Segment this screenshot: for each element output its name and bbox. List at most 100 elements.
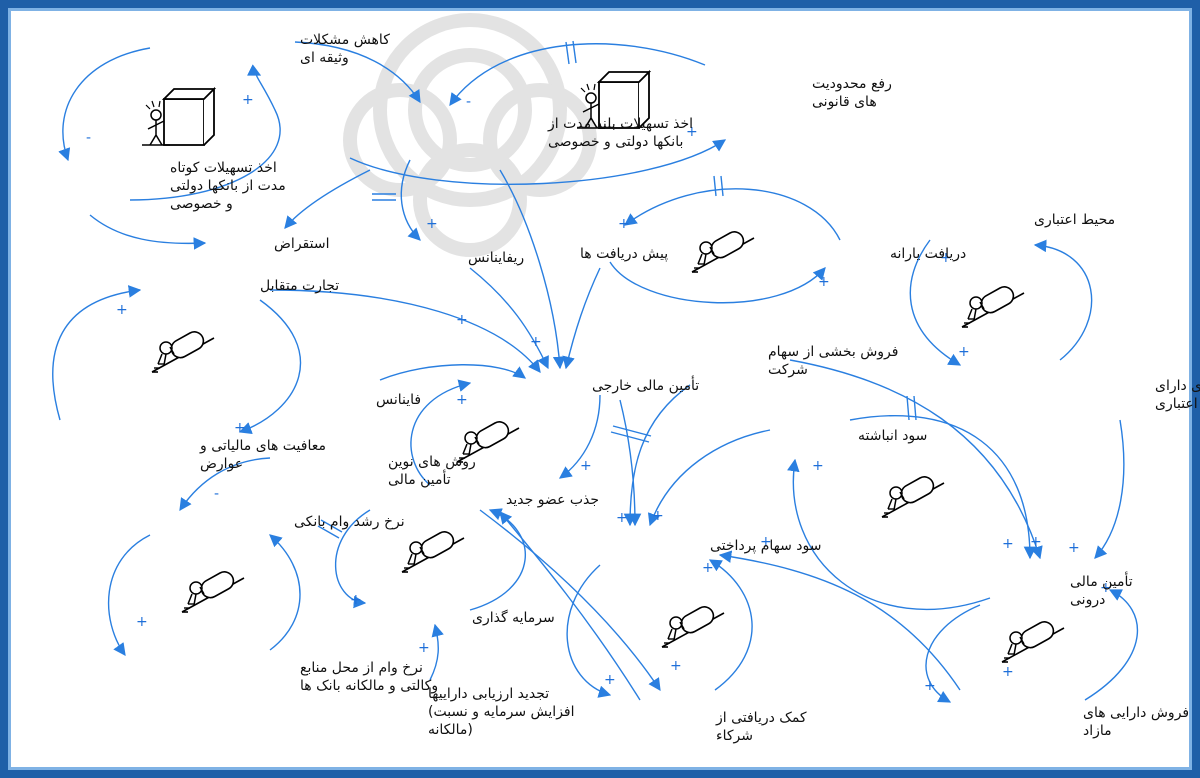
link-forush-darayi-to-darooni xyxy=(1084,589,1139,701)
node-mohit: محیط اعتباری xyxy=(1034,212,1115,228)
sign-plus: + xyxy=(426,216,438,232)
node-label-line: معافیت های مالیاتی و xyxy=(199,438,326,454)
sign-plus: + xyxy=(958,344,970,360)
loop-symbols xyxy=(141,71,1065,663)
sign-plus: + xyxy=(418,640,430,656)
sign-plus: + xyxy=(1100,580,1112,596)
node-label-line: فروش بخشی از سهام xyxy=(768,344,898,360)
link-jazb-to-sarmaye xyxy=(334,509,371,609)
node-label-line: رتبه اعتباری xyxy=(1155,396,1200,412)
node-label-line: کاهش مشکلات xyxy=(300,32,390,48)
delay-mark xyxy=(317,519,343,539)
node-label-line: سود انباشته xyxy=(858,428,927,444)
link-pish-daryaft-to-yaraneh xyxy=(609,261,826,304)
sign-plus: + xyxy=(456,312,468,328)
node-label-line: کمک دریافتی از xyxy=(715,710,807,726)
node-label-line: فاینانس xyxy=(376,392,421,408)
link-tejarat-to-moafiat xyxy=(238,299,302,435)
link-yaraneh-to-pish-daryaft xyxy=(623,188,841,241)
reinforcing-loop-icon xyxy=(1001,617,1065,663)
node-label-line: نرخ وام از محل منابع xyxy=(300,660,423,676)
reinforcing-loop-icon xyxy=(881,472,945,518)
link-komak-to-jazb xyxy=(499,511,641,701)
node-label-line: روش های نوین xyxy=(388,454,476,470)
sign-plus: + xyxy=(136,614,148,630)
link-jazb-to-komak xyxy=(479,509,661,692)
node-label-line: بانکها دولتی و خصوصی xyxy=(548,134,683,150)
node-esteghraz: استقراض xyxy=(274,236,329,252)
causal-links xyxy=(52,41,1139,703)
reinforcing-loop-icon xyxy=(961,282,1025,328)
link-bongah-to-darooni xyxy=(1094,419,1125,559)
node-label-line: تجدید ارزیابی داراییها xyxy=(428,686,549,702)
node-label-line: فروش دارایی های xyxy=(1083,705,1189,721)
link-nerkh-vam-to-nerkh-roshd xyxy=(269,534,301,651)
node-forush-sahm: فروش بخشی از سهام شرکت xyxy=(768,344,898,378)
link-tamin-to-sood xyxy=(619,399,642,527)
node-label-line: نرخ رشد وام بانکی xyxy=(294,514,405,530)
link-akhz-kootah-to-esteghraz xyxy=(89,214,207,250)
node-label-line: شرکت xyxy=(768,362,808,378)
sign-plus: + xyxy=(702,560,714,576)
node-label-line: سود سهام پرداختی xyxy=(710,538,822,554)
link-moafiat-to-tejarat xyxy=(52,285,142,421)
sign-plus: + xyxy=(1002,664,1014,680)
link-pish-daryaft-to-tamin xyxy=(562,267,601,370)
sign-minus: - xyxy=(214,486,219,502)
node-label-line: تأمین مالی xyxy=(388,469,451,488)
sign-minus: - xyxy=(86,130,91,146)
polarity-signs: + - - + + + + + + + + + + + - + + + + + … xyxy=(86,92,1112,694)
sign-plus: + xyxy=(350,592,362,608)
node-sood-anbashte: سود انباشته xyxy=(858,428,927,444)
link-finance-to-tamin xyxy=(379,364,527,381)
link-forush-sahm-to-sood xyxy=(623,384,691,527)
sign-minus: - xyxy=(466,94,471,110)
sign-plus: + xyxy=(580,458,592,474)
node-label-line: ریفاینانس xyxy=(468,250,524,266)
sign-plus: + xyxy=(812,458,824,474)
delay-mark xyxy=(372,193,396,201)
node-label-line: اخذ تسهیلات بلند مدت از xyxy=(547,116,693,132)
node-label-line: های قانونی xyxy=(812,94,877,110)
node-label-line: استقراض xyxy=(274,236,329,252)
sign-plus: + xyxy=(1030,534,1042,550)
node-tamin-khareji: تأمین مالی خارجی xyxy=(592,375,699,394)
node-label-line: افزایش سرمایه و نسبت) xyxy=(428,704,575,720)
sign-plus: + xyxy=(818,274,830,290)
link-darooni-to-sood-anbashte xyxy=(787,458,991,610)
link-kahesh-to-akhz-boland xyxy=(294,41,421,104)
link-akhz-boland-to-tamin xyxy=(499,169,566,370)
link-ravesh-to-nerkh-roshd xyxy=(179,457,271,512)
link-darooni-to-forush-darayi xyxy=(925,604,981,703)
delay-mark xyxy=(906,395,917,421)
sign-plus: + xyxy=(530,334,542,350)
node-tajdid: تجدید ارزیابی داراییها افزایش سرمایه و نس… xyxy=(428,686,575,738)
link-bongah-to-mohit xyxy=(1033,239,1093,361)
link-tajdid-to-sarmaye xyxy=(429,623,444,681)
node-label-line: شرکاء xyxy=(716,728,753,744)
node-label-line: تجارت متقابل xyxy=(260,278,339,294)
node-komak: کمک دریافتی از شرکاء xyxy=(715,710,807,744)
reinforcing-loop-icon xyxy=(691,227,755,273)
sign-plus: + xyxy=(116,302,128,318)
sign-plus: + xyxy=(686,124,698,140)
node-pish-daryaft: پیش دریافت ها xyxy=(580,246,668,262)
link-akhz-boland-to-refinance xyxy=(400,159,421,241)
node-label-line: وکالتی و مالکانه بانک ها xyxy=(300,678,438,694)
link-forush-sahm-to-darooni xyxy=(789,359,1043,560)
sign-plus: + xyxy=(940,250,952,266)
node-bongah: تعداد بنگاه های دارایرتبه اعتباری xyxy=(1155,377,1200,412)
node-finance: فاینانس xyxy=(376,392,421,408)
sign-plus: + xyxy=(1002,536,1014,552)
watermark-emblem xyxy=(343,13,597,257)
link-jazb-to-tamin xyxy=(410,379,472,486)
node-yaraneh: دریافت یارانه xyxy=(890,246,966,262)
